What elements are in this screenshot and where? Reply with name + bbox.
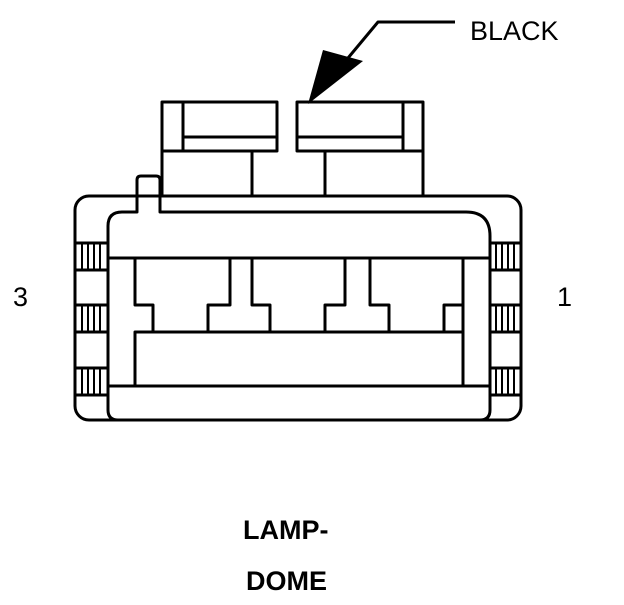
pin-1-label: 1	[557, 282, 572, 312]
latch-right	[295, 100, 425, 196]
terminal-post-1-left	[153, 258, 232, 334]
right-side-ribs	[490, 241, 521, 397]
component-name-line-1: LAMP-	[243, 515, 328, 545]
callout-arrowhead	[308, 50, 363, 104]
callout-leader-line	[336, 20, 455, 71]
pin-3-label: 3	[13, 282, 28, 312]
terminal-post-2-left	[250, 258, 272, 332]
wire-color-label: BLACK	[470, 16, 559, 46]
latch-left	[160, 100, 279, 196]
component-name-line-2: DOME	[246, 566, 327, 596]
terminal-post-2-right	[323, 258, 347, 332]
terminal-post-3-left	[368, 258, 391, 332]
left-side-ribs	[75, 241, 108, 397]
terminal-cavity-outline	[133, 256, 465, 388]
connector-inner-body	[106, 174, 492, 422]
